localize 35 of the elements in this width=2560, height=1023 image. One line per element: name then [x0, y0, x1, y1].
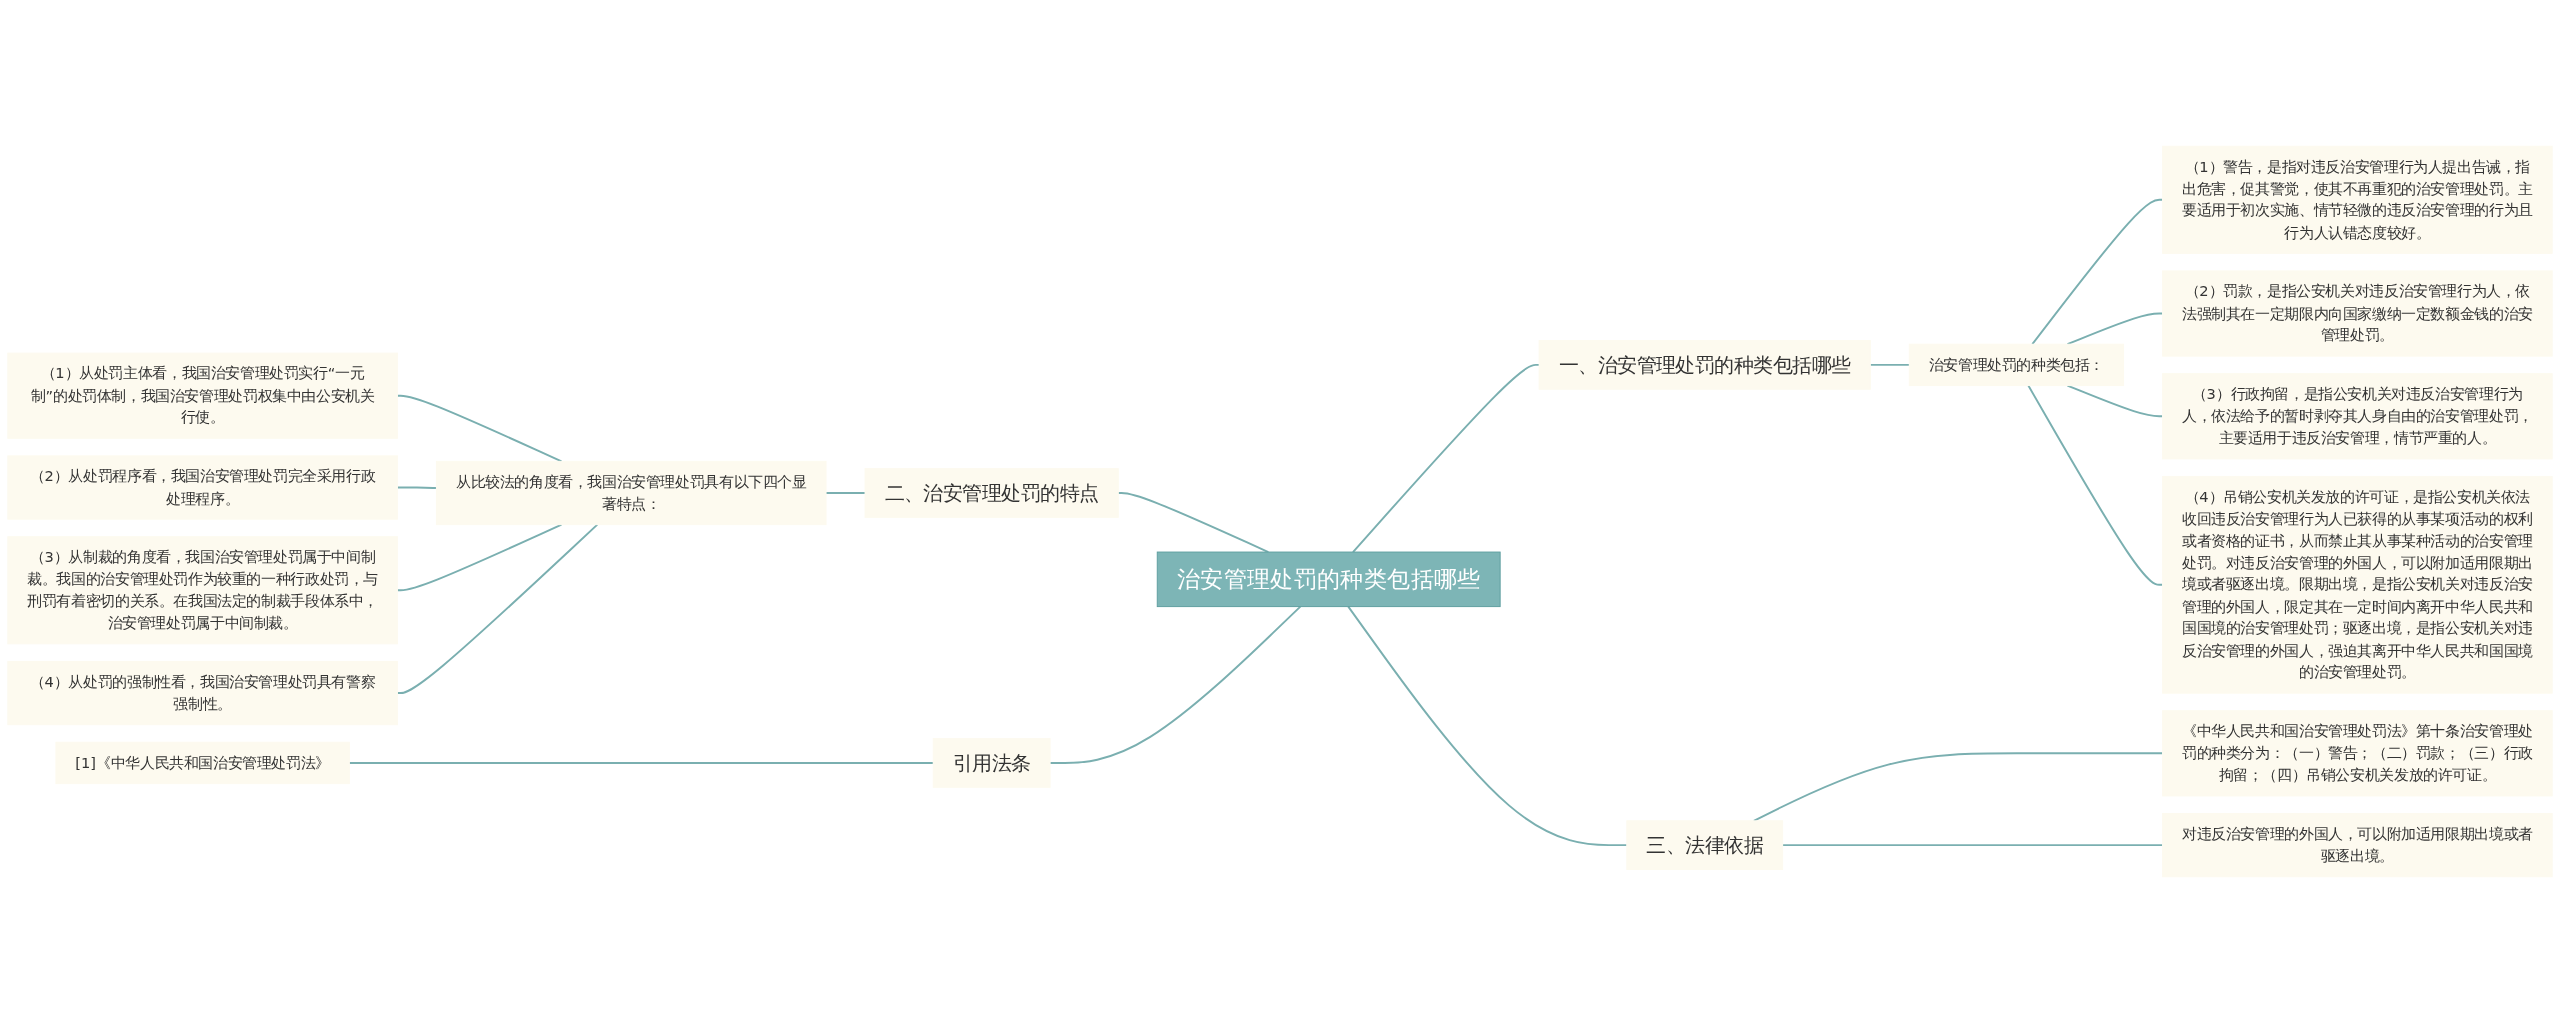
connector	[348, 761, 935, 764]
connector	[2027, 384, 2164, 586]
node-box: （3）从制裁的角度看，我国治安管理处罚属于中间制裁。我国的治安管理处罚作为较重的一种行政处罚，与刑罚有着密切的关系。在我国法定的制裁手段体系中，治安管理处罚属于中间制裁。	[7, 536, 398, 645]
node-box: （4）吊销公安机关发放的许可证，是指公安机关依法收回违反治安管理行为人已获得的从事某项活动的权利或者资格的证书，从而禁止其从事某种活动的治安管理处罚。对违反治安管理的外国人，可以附加适用限期出境或者驱逐出境。限期出境，是指公安机关对违反治安管理的外国人，限定其在一定时间内离开中华人民共和国国境的治安管理处罚；驱逐出境，是指公安机关对违反治安管理的外国人，强迫其离开中华人民共和国国境的治安管理处罚。	[2162, 475, 2553, 694]
connector	[1869, 363, 1911, 366]
connector	[1752, 752, 2164, 822]
node-box: 引用法条	[932, 738, 1051, 788]
connector	[2066, 312, 2164, 346]
node-box: 二、治安管理处罚的特点	[864, 468, 1119, 518]
node-box: 治安管理处罚的种类包括：	[1908, 343, 2125, 387]
node-box: 对违反治安管理的外国人，可以附加适用限期出境或者驱逐出境。	[2162, 813, 2553, 878]
node-box: [1]《中华人民共和国治安管理处罚法》	[55, 741, 350, 785]
node-box: （3）行政拘留，是指公安机关对违反治安管理行为人，依法给予的暂时剥夺其人身自由的治安管理处罚，主要适用于违反治安管理，情节严重的人。	[2162, 373, 2553, 460]
node-box: （1）警告，是指对违反治安管理行为人提出告诫，指出危害，促其警觉，使其不再重犯的治安管理处罚。主要适用于初次实施、情节轻微的违反治安管理的行为且行为人认错态度较好。	[2162, 145, 2553, 254]
node-box: 从比较法的角度看，我国治安管理处罚具有以下四个显著特点：	[435, 460, 827, 526]
connector	[1117, 492, 1270, 554]
connector	[396, 523, 563, 592]
connector	[396, 486, 438, 489]
connector	[1352, 363, 1541, 554]
node-box: （4）从处罚的强制性看，我国治安管理处罚具有警察强制性。	[7, 660, 398, 726]
connector	[396, 523, 599, 695]
connector	[2031, 198, 2164, 346]
connector	[1347, 605, 1628, 847]
node-box: （2）从处罚程序看，我国治安管理处罚完全采用行政处理程序。	[7, 455, 398, 520]
connector	[396, 394, 563, 463]
node-box: （1）从处罚主体看，我国治安管理处罚实行“一元制”的处罚体制，我国治安管理处罚权集中由公安机关行使。	[7, 352, 398, 439]
node-box: （2）罚款，是指公安机关对违反治安管理行为人，依法强制其在一定期限内向国家缴纳一定数额金钱的治安管理处罚。	[2162, 270, 2553, 357]
node-box: 《中华人民共和国治安管理处罚法》第十条治安管理处罚的种类分为：（一）警告；（二）罚款；（三）行政拘留；（四）吊销公安机关发放的许可证。	[2162, 710, 2553, 797]
connector	[1781, 844, 2164, 847]
node-box: 治安管理处罚的种类包括哪些	[1156, 551, 1501, 608]
connector	[825, 492, 866, 494]
node-box: 一、治安管理处罚的种类包括哪些	[1538, 340, 1871, 390]
connector	[2066, 384, 2164, 418]
connector	[1049, 605, 1302, 764]
node-box: 三、法律依据	[1626, 820, 1784, 870]
